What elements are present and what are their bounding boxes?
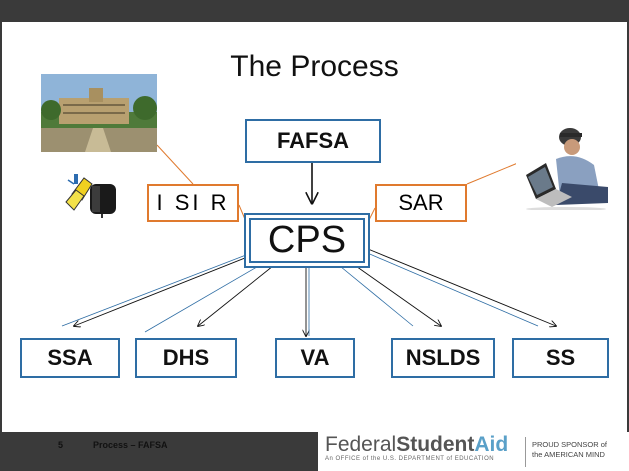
fafsa-label: FAFSA bbox=[276, 128, 350, 153]
isir-label: I SI R bbox=[156, 190, 230, 215]
ssa-blue-line bbox=[61, 254, 247, 327]
agency-label-ss: SS bbox=[545, 345, 576, 370]
agency-box-va: VA bbox=[275, 338, 355, 378]
school-building-photo bbox=[41, 74, 157, 152]
cps-ss-arrow bbox=[346, 240, 556, 326]
slide-number: 5 bbox=[58, 440, 64, 450]
logo-subline: An OFFICE of the U.S. DEPARTMENT of EDUC… bbox=[325, 456, 495, 462]
sar-to-person-line bbox=[466, 159, 526, 185]
cps-ssa-arrow bbox=[74, 252, 260, 326]
footer-dark-band bbox=[0, 432, 318, 471]
agency-label-dhs: DHS bbox=[162, 345, 210, 370]
agency-box-dhs: DHS bbox=[135, 338, 237, 378]
frame-right bbox=[627, 22, 629, 432]
agency-label-ssa: SSA bbox=[47, 345, 93, 370]
isir-box: I SI R bbox=[147, 184, 239, 222]
frame-left bbox=[0, 22, 2, 432]
dhs-blue-line bbox=[144, 263, 263, 333]
ss-blue-line bbox=[350, 245, 539, 327]
logo-word-aid: Aid bbox=[474, 433, 509, 456]
mailbox-clipart-icon bbox=[62, 170, 130, 218]
agency-label-va: VA bbox=[300, 345, 330, 370]
slide-title: The Process bbox=[230, 50, 399, 83]
sponsor-line-1: PROUD SPONSOR of bbox=[532, 440, 608, 449]
cps-dhs-arrow bbox=[198, 258, 283, 326]
sponsor-line-2: the AMERICAN MIND bbox=[532, 450, 605, 459]
federal-student-aid-logo: FederalStudentAid An OFFICE of the U.S. … bbox=[325, 433, 509, 463]
sar-label: SAR bbox=[398, 190, 444, 215]
logo-divider bbox=[525, 437, 526, 467]
footer-label: Process – FAFSA bbox=[93, 440, 168, 450]
cps-box: CPS bbox=[244, 213, 370, 268]
nslds-blue-line bbox=[334, 261, 414, 327]
student-laptop-photo bbox=[516, 125, 612, 211]
agency-box-ssa: SSA bbox=[20, 338, 120, 378]
top-bar bbox=[0, 0, 629, 22]
logo-word-federal: Federal bbox=[325, 433, 397, 456]
isir-to-building-line bbox=[156, 144, 194, 185]
agency-label-nslds: NSLDS bbox=[405, 345, 481, 370]
agency-box-ss: SS bbox=[512, 338, 609, 378]
sar-box: SAR bbox=[375, 184, 467, 222]
sponsor-text: PROUD SPONSOR of the AMERICAN MIND bbox=[532, 440, 607, 460]
fafsa-box: FAFSA bbox=[245, 119, 381, 163]
cps-label: CPS bbox=[267, 219, 347, 261]
agency-box-nslds: NSLDS bbox=[391, 338, 495, 378]
logo-word-student: Student bbox=[396, 433, 475, 456]
